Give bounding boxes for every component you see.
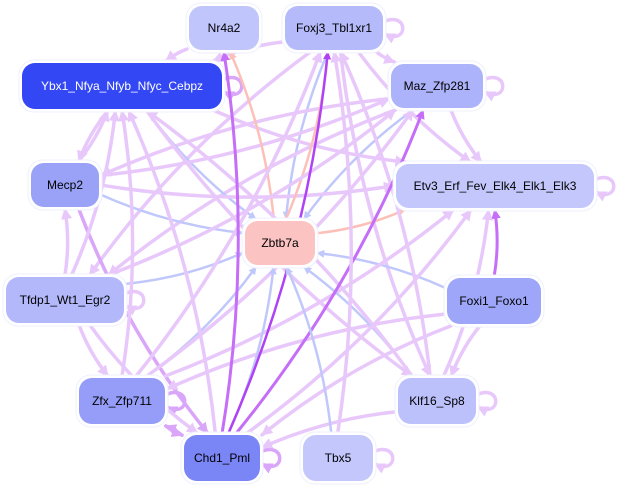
edge-mecp2-to-ybx1 [77, 109, 110, 163]
edge-zbtb7a-to-etv3 [315, 208, 406, 235]
node-foxj3-tbl1xr1[interactable]: Foxj3_Tbl1xr1 [281, 2, 387, 54]
edge-foxj3-tbl1xr1-to-tfdp1 [87, 50, 313, 277]
edge-mecp2-to-etv3 [99, 181, 396, 199]
node-foxi1-foxo1[interactable]: Foxi1_Foxo1 [443, 274, 545, 328]
edge-tfdp1-to-mecp2 [61, 207, 73, 277]
nodes-layer: Nr4a2 Foxj3_Tbl1xr1Ybx1_Nfya_Nfyb_Nfyc_Ce… [2, 2, 598, 485]
node-box [189, 6, 259, 50]
node-tfdp1[interactable]: Tfdp1_Wt1_Egr2 [2, 273, 128, 327]
edges-layer [61, 17, 616, 474]
edge-tbx5-to-foxj3-tbl1xr1 [330, 50, 354, 435]
edge-foxi1-foxo1-to-klf16-sp8 [449, 324, 482, 378]
edge-nr4a2-to-ybx1 [164, 47, 189, 63]
node-box [285, 6, 383, 50]
node-label: Tbx5 [325, 451, 352, 465]
node-box [396, 164, 594, 208]
node-label: Zfx_Zfp711 [92, 394, 152, 408]
node-box [447, 278, 541, 324]
edge-chd1-pml-to-etv3 [245, 208, 473, 435]
edge-tfdp1-to-zfx-zfp711 [77, 323, 110, 378]
edge-chd1-pml-to-ybx1 [126, 109, 218, 435]
edge-chd1-pml-to-maz-zfp281 [234, 108, 425, 435]
node-box [79, 378, 165, 424]
node-box [184, 435, 260, 481]
edge-klf16-sp8-to-chd1-pml [260, 410, 398, 450]
edge-maz-zfp281-to-zbtb7a [302, 108, 415, 221]
node-box [6, 277, 124, 323]
node-label: Foxi1_Foxo1 [459, 294, 529, 308]
node-label: Nr4a2 [208, 21, 241, 35]
edge-chd1-pml-to-nr4a2 [220, 50, 240, 435]
edge-foxj3-tbl1xr1-to-foxj3-tbl1xr1 [381, 17, 405, 44]
edge-maz-zfp281-to-maz-zfp281 [481, 75, 505, 102]
node-zbtb7a[interactable]: Zbtb7a [241, 217, 319, 269]
node-chd1-pml[interactable]: Chd1_Pml [180, 431, 264, 485]
node-zfx-zfp711[interactable]: Zfx_Zfp711 [75, 374, 169, 428]
node-label: Mecp2 [47, 178, 83, 192]
node-label: Zbtb7a [261, 236, 299, 250]
edge-mecp2-to-chd1-pml [77, 207, 210, 435]
node-klf16-sp8[interactable]: Klf16_Sp8 [394, 374, 480, 428]
node-label: Maz_Zfp281 [404, 79, 471, 93]
node-label: Tfdp1_Wt1_Egr2 [20, 293, 111, 307]
edge-chd1-pml-to-zfx-zfp711 [164, 424, 184, 437]
edge-etv3-to-etv3 [592, 175, 616, 202]
edge-tbx5-to-zbtb7a [285, 265, 333, 435]
node-box [391, 64, 483, 108]
edge-foxi1-foxo1-to-zbtb7a [315, 249, 447, 289]
edge-maz-zfp281-to-mecp2 [99, 97, 391, 178]
edge-maz-zfp281-to-tfdp1 [106, 108, 398, 277]
edge-foxj3-tbl1xr1-to-klf16-sp8 [338, 50, 432, 378]
node-ybx1[interactable]: Ybx1_Nfya_Nfyb_Nfyc_Cebpz [18, 59, 226, 113]
node-label: Ybx1_Nfya_Nfyb_Nfyc_Cebpz [41, 79, 203, 93]
edge-foxi1-foxo1-to-etv3 [491, 208, 501, 278]
edge-maz-zfp281-to-etv3 [449, 108, 483, 164]
edge-mecp2-to-maz-zfp281 [99, 97, 391, 178]
node-box [31, 163, 99, 207]
edge-tbx5-to-tbx5 [371, 447, 395, 474]
edge-klf16-sp8-to-klf16-sp8 [474, 390, 498, 417]
node-label: Etv3_Erf_Fev_Elk4_Elk1_Elk3 [414, 179, 577, 193]
node-tbx5[interactable]: Tbx5 [299, 431, 377, 485]
node-box [22, 63, 222, 109]
edge-zfx-zfp711-to-ybx1 [118, 109, 135, 378]
edge-zfx-zfp711-to-foxj3-tbl1xr1 [134, 50, 323, 378]
edge-foxj3-tbl1xr1-to-maz-zfp281 [374, 50, 397, 64]
edge-chd1-pml-to-chd1-pml [258, 447, 282, 474]
node-box [398, 378, 476, 424]
node-nr4a2[interactable]: Nr4a2 [185, 2, 263, 54]
edge-klf16-sp8-to-foxj3-tbl1xr1 [338, 50, 432, 378]
node-box [245, 221, 315, 265]
node-box [303, 435, 373, 481]
node-etv3[interactable]: Etv3_Erf_Fev_Elk4_Elk1_Elk3 [392, 160, 598, 212]
node-label: Chd1_Pml [194, 451, 250, 465]
node-maz-zfp281[interactable]: Maz_Zfp281 [387, 60, 487, 112]
node-mecp2[interactable]: Mecp2 [27, 159, 103, 211]
node-label: Foxj3_Tbl1xr1 [296, 21, 372, 35]
node-label: Klf16_Sp8 [409, 394, 465, 408]
